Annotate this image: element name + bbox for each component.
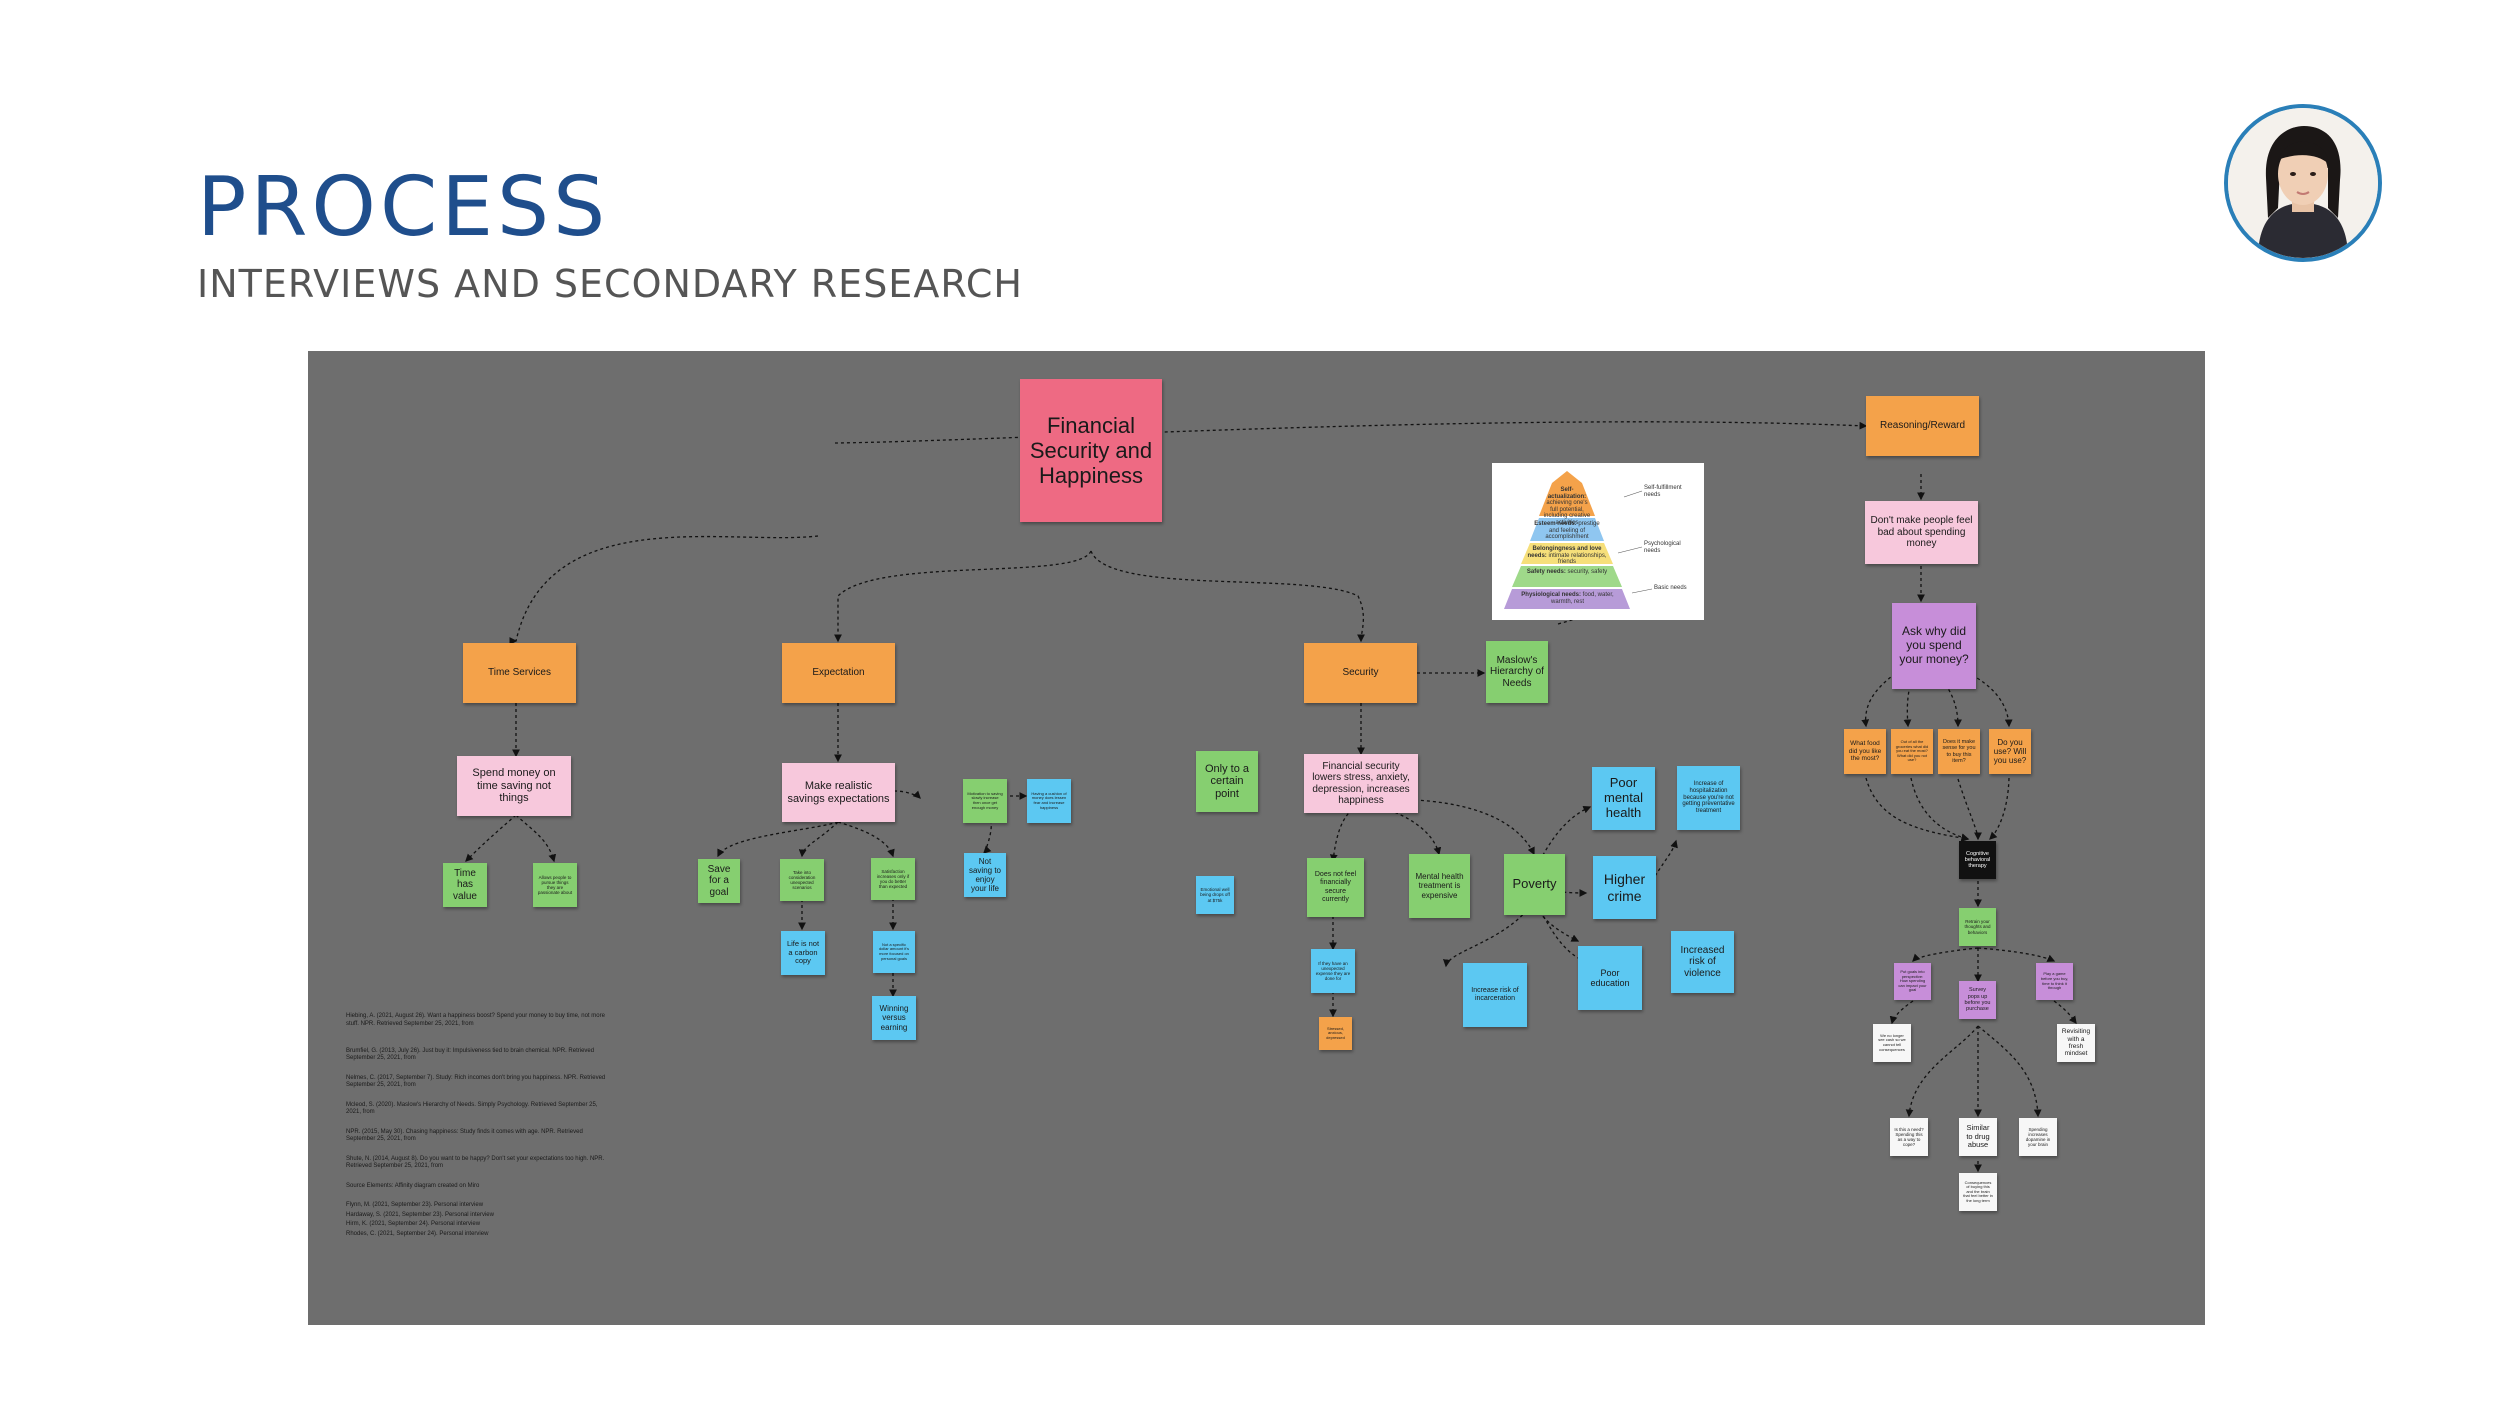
reference-item: Nelmes, C. (2017, September 7). Study: R… <box>346 1074 606 1089</box>
note-having-cushion[interactable]: Having a cushion of money does lessen fe… <box>1027 779 1071 823</box>
note-not-saving[interactable]: Not saving to enjoy your life <box>964 853 1006 897</box>
note-not-specific[interactable]: Not a specific dollar amount it's more f… <box>873 931 915 973</box>
avatar <box>2224 104 2382 262</box>
affinity-board: Time Services Spend money on time saving… <box>308 351 2205 1325</box>
reference-item: Hiebing, A. (2021, August 26). Want a ha… <box>346 1013 605 1027</box>
note-make-realistic[interactable]: Make realistic savings expectations <box>782 763 895 822</box>
note-survey[interactable]: Survey pops up before you purchase <box>1959 981 1996 1019</box>
avatar-portrait <box>2228 108 2378 258</box>
note-poor-mental[interactable]: Poor mental health <box>1592 767 1655 830</box>
pyramid-label-psych: Psychological needs <box>1644 541 1681 554</box>
reference-item: Hirm, K. (2021, September 24). Personal … <box>346 1221 481 1227</box>
reference-item: Rhodes, C. (2021, September 24). Persona… <box>346 1230 489 1237</box>
note-ask-why[interactable]: Ask why did you spend your money? <box>1892 603 1976 689</box>
note-we-no-longer[interactable]: We no longer see cash so we cannot tell … <box>1873 1024 1911 1062</box>
note-reasoning-reward[interactable]: Reasoning/Reward <box>1866 396 1979 456</box>
note-increase-hosp[interactable]: Increase of hospitalization because you'… <box>1677 766 1740 830</box>
note-maslow[interactable]: Maslow's Hierarchy of Needs <box>1486 641 1548 703</box>
note-put-goals[interactable]: Put goals into perspective: How spending… <box>1894 963 1931 1000</box>
note-time-value[interactable]: Time has value <box>443 863 487 907</box>
note-if-they-have[interactable]: If they have an unexpected expense they … <box>1311 949 1355 993</box>
note-does-it-make[interactable]: Does it make sense for you to buy this i… <box>1938 729 1980 774</box>
maslow-pyramid-image: Self-actualization:achieving one's full … <box>1492 463 1704 620</box>
note-spend-time[interactable]: Spend money on time saving not things <box>457 756 571 816</box>
note-stressed[interactable]: Stressed, anxious, depressed <box>1319 1017 1352 1050</box>
note-similar-drug[interactable]: Similar to drug abuse <box>1959 1118 1997 1156</box>
note-emotional[interactable]: Emotional well being drops off at $75k <box>1196 876 1234 914</box>
note-higher-crime[interactable]: Higher crime <box>1593 856 1656 919</box>
note-dont-make[interactable]: Don't make people feel bad about spendin… <box>1865 501 1978 564</box>
note-mental-treatment[interactable]: Mental health treatment is expensive <box>1409 854 1470 918</box>
note-revisiting[interactable]: Revisiting with a fresh mindset <box>2057 1024 2095 1062</box>
note-is-this-need[interactable]: Is this a need? Spending this as a way t… <box>1890 1118 1928 1156</box>
reference-item: NPR. (2015, May 30). Chasing happiness: … <box>346 1128 583 1143</box>
references-list: Hiebing, A. (2021, August 26). Want a ha… <box>346 1013 611 1240</box>
note-allows-people[interactable]: Allows people to pursue things they are … <box>533 863 577 907</box>
note-save-goal[interactable]: Save for a goal <box>698 859 740 903</box>
note-poverty[interactable]: Poverty <box>1504 854 1565 915</box>
reference-item: Hardaway, S. (2021, September 23). Perso… <box>346 1211 494 1218</box>
pyramid-level-3: Belongingness and love needs: intimate r… <box>1527 546 1607 566</box>
pyramid-level-5: Physiological needs: food, water, warmth… <box>1521 592 1614 605</box>
note-increased-violence[interactable]: Increased risk of violence <box>1671 931 1734 993</box>
note-expectation[interactable]: Expectation <box>782 643 895 703</box>
note-fin-security-lowers[interactable]: Financial security lowers stress, anxiet… <box>1304 754 1418 813</box>
note-motivation[interactable]: Motivation to saving slowly increase the… <box>963 779 1007 823</box>
reference-item: Brumfiel, G. (2013, July 26). Just buy i… <box>346 1047 595 1062</box>
note-spending-dopamine[interactable]: Spending increases dopamine in your brai… <box>2019 1118 2057 1156</box>
pyramid-label-self: Self-fulfillment needs <box>1644 485 1682 498</box>
note-play-game[interactable]: Play a game before you buy, time to thin… <box>2036 963 2073 1000</box>
note-take-consideration[interactable]: Take into consideration unexpected scena… <box>780 859 824 901</box>
note-central-topic[interactable]: Financial Security and Happiness <box>1020 379 1162 522</box>
note-only-certain[interactable]: Only to a certain point <box>1196 751 1258 812</box>
reference-item: Shute, N. (2014, August 8). Do you want … <box>346 1155 605 1170</box>
note-does-not-feel[interactable]: Does not feel financially secure current… <box>1307 858 1364 917</box>
note-what-food[interactable]: What food did you like the most? <box>1844 729 1886 774</box>
note-out-of-all[interactable]: Out of all the groceries what did you ea… <box>1891 729 1933 774</box>
pyramid-label-basic: Basic needs <box>1654 585 1687 591</box>
pyramid-level-4: Safety needs: security, safety <box>1526 569 1608 575</box>
reference-item: Mcleod, S. (2020). Maslow's Hierarchy of… <box>346 1101 598 1116</box>
note-life-carbon[interactable]: Life is not a carbon copy <box>781 931 825 975</box>
note-time-services[interactable]: Time Services <box>463 643 576 703</box>
reference-item: Source Elements: Affinity diagram create… <box>346 1182 480 1189</box>
reference-item: Flynn, M. (2021, September 23). Personal… <box>346 1202 484 1208</box>
note-do-you-use[interactable]: Do you use? Will you use? <box>1989 729 2031 774</box>
note-cbt[interactable]: Cognitive behavioral therapy <box>1959 841 1996 879</box>
note-consequences[interactable]: Consequences of buying this and the brai… <box>1959 1173 1997 1211</box>
page-title: PROCESS <box>197 160 610 255</box>
note-security[interactable]: Security <box>1304 643 1417 703</box>
page-subtitle: INTERVIEWS AND SECONDARY RESEARCH <box>197 262 1023 306</box>
pyramid-graphic <box>1504 471 1653 609</box>
note-poor-education[interactable]: Poor education <box>1578 946 1642 1010</box>
pyramid-level-2: Esteem needs: prestige and feeling of ac… <box>1534 521 1600 541</box>
note-retrain[interactable]: Retrain your thoughts and behaviors <box>1959 908 1996 946</box>
pyramid-level-1: Self-actualization:achieving one's full … <box>1543 487 1591 526</box>
note-increase-incarceration[interactable]: Increase risk of incarceration <box>1463 963 1527 1027</box>
note-winning-earning[interactable]: Winning versus earning <box>872 996 916 1040</box>
note-satisfaction[interactable]: Satisfaction increases only if you do be… <box>871 858 915 900</box>
